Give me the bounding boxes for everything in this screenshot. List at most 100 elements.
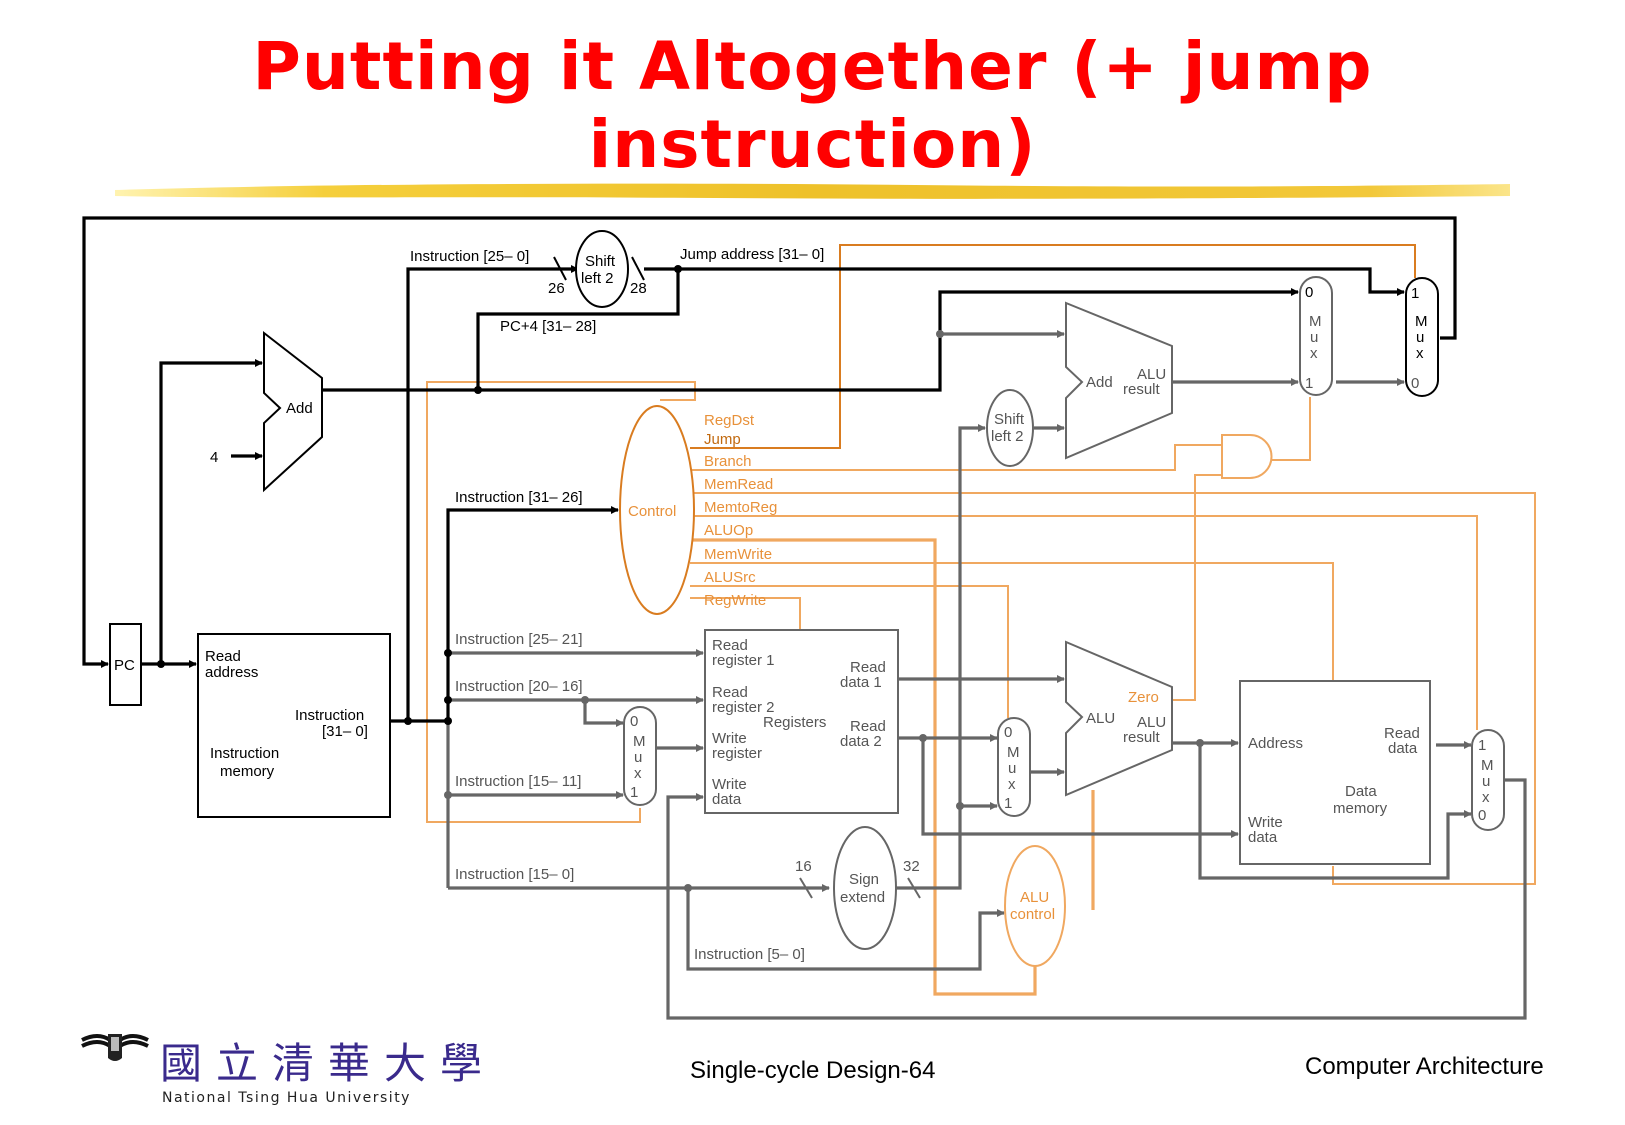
- branch-mux-in1: 1: [1305, 375, 1313, 392]
- signal-memread: MemRead: [704, 476, 773, 493]
- alusrc-mux-x: x: [1008, 776, 1016, 793]
- university-name-chinese: 國立清華大學: [160, 1039, 497, 1088]
- regdst-mux-x: x: [634, 765, 642, 782]
- alu-result-label-2: result: [1123, 729, 1161, 746]
- jump-instr-label: Instruction [25– 0]: [410, 248, 529, 265]
- field-imm-label: Instruction [15– 0]: [455, 866, 574, 883]
- control-input-label: Instruction [31– 26]: [455, 489, 583, 506]
- branch-mux-x: x: [1310, 345, 1318, 362]
- control-signal-labels: RegDst Jump Branch MemRead MemtoReg ALUO…: [704, 412, 777, 609]
- memtoreg-mux: [1471, 729, 1505, 831]
- branch-adder: [1065, 301, 1173, 460]
- wire-memwrite: [690, 562, 1334, 681]
- branch-shift-left-2: [986, 389, 1034, 467]
- signal-memtoreg: MemtoReg: [704, 499, 777, 516]
- wire-pcsrc: [1270, 397, 1311, 461]
- reg-read-reg2-2: register 2: [712, 699, 775, 716]
- wire-jump-mux-to-pc: [82, 216, 1457, 668]
- branch-mux-in0: 0: [1305, 284, 1313, 301]
- slide-title-line1: Putting it Altogether (+ jump: [252, 28, 1373, 105]
- register-file: [704, 629, 899, 814]
- wire-aluop: [690, 538, 1037, 996]
- field-rt-label: Instruction [20– 16]: [455, 678, 583, 695]
- wire-funct: [686, 888, 1005, 971]
- signal-jump: Jump: [704, 431, 741, 448]
- alu-control-label: ALU: [1020, 889, 1049, 906]
- jump-bits-in: 26: [548, 280, 565, 297]
- data-memory: [1239, 680, 1431, 865]
- reg-write-reg: Write: [712, 730, 747, 747]
- imem-instruction-label: Instruction: [295, 707, 364, 724]
- pc-register: [109, 623, 142, 706]
- wire-pc4-upper: [476, 269, 680, 390]
- regdst-mux-m: M: [633, 733, 646, 750]
- jump-mux: [1405, 277, 1439, 397]
- registers-name: Registers: [763, 714, 826, 731]
- wire-write-data-mem: [921, 738, 1239, 838]
- signal-regdst: RegDst: [704, 412, 755, 429]
- alu-zero-label: Zero: [1128, 689, 1159, 706]
- regdst-mux-in0: 0: [630, 713, 638, 730]
- wire-regdst: [426, 381, 696, 823]
- jump-address-label: Jump address [31– 0]: [680, 246, 824, 263]
- wire-signext-out: [896, 424, 986, 890]
- branch-mux-m: M: [1309, 313, 1322, 330]
- slide-title-line2: instruction): [588, 106, 1037, 183]
- alu-result-label: ALU: [1137, 714, 1166, 731]
- regdst-mux: [623, 706, 657, 806]
- gray-wires: [446, 330, 1527, 1020]
- jump-shift-label-2: left 2: [581, 270, 614, 287]
- sign-extend-label: Sign: [849, 871, 879, 888]
- alusrc-mux: [997, 717, 1031, 817]
- pc4-upper-label: PC+4 [31– 28]: [500, 318, 596, 335]
- imem-read-address-label-2: address: [205, 664, 258, 681]
- slide-footer-page: Single-cycle Design-64: [690, 1057, 936, 1084]
- signal-regwrite: RegWrite: [704, 592, 766, 609]
- memtoreg-mux-in1: 1: [1478, 737, 1486, 754]
- imem-name: Instruction: [210, 745, 279, 762]
- jump-mux-m: M: [1415, 313, 1428, 330]
- dmem-write-data-label-2: data: [1248, 829, 1278, 846]
- pc-adder: [263, 330, 323, 493]
- alusrc-mux-u: u: [1008, 760, 1016, 777]
- signal-alusrc: ALUSrc: [704, 569, 756, 586]
- branch-adder-result-2: result: [1123, 381, 1161, 398]
- reg-read-reg2: Read: [712, 684, 748, 701]
- jump-bits-out: 28: [630, 280, 647, 297]
- dmem-read-data-label: Read: [1384, 725, 1420, 742]
- field-rd-label: Instruction [15– 11]: [455, 773, 581, 790]
- bus-width-marks: [553, 256, 921, 899]
- memtoreg-mux-u: u: [1482, 773, 1490, 790]
- imem-read-address-label: Read: [205, 648, 241, 665]
- alu-label: ALU: [1086, 710, 1115, 727]
- branch-mux: [1299, 276, 1333, 396]
- title-underline-brush: [115, 183, 1510, 199]
- reg-read-data1: Read: [850, 659, 886, 676]
- alusrc-mux-in0: 0: [1004, 724, 1012, 741]
- dmem-name: Data: [1345, 783, 1377, 800]
- nthu-emblem-icon: [81, 1034, 149, 1061]
- jump-mux-x: x: [1416, 345, 1424, 362]
- branch-mux-u: u: [1310, 329, 1318, 346]
- reg-write-data-2: data: [712, 791, 742, 808]
- black-wires: [82, 216, 1457, 723]
- jump-mux-in1: 1: [1411, 285, 1419, 302]
- branch-adder-result: ALU: [1137, 366, 1166, 383]
- memtoreg-mux-in0: 0: [1478, 807, 1486, 824]
- sign-extend-bits-out: 32: [903, 858, 920, 875]
- imem-instruction-bits: [31– 0]: [322, 723, 368, 740]
- university-name-english: National Tsing Hua University: [162, 1090, 411, 1106]
- alusrc-mux-m: M: [1007, 744, 1020, 761]
- sign-extend-label-2: extend: [840, 889, 885, 906]
- reg-read-reg1-2: register 1: [712, 652, 775, 669]
- instruction-memory: [197, 633, 391, 818]
- alusrc-mux-in1: 1: [1004, 795, 1012, 812]
- reg-read-data2: Read: [850, 718, 886, 735]
- dmem-read-data-label-2: data: [1388, 740, 1418, 757]
- field-funct-label: Instruction [5– 0]: [694, 946, 805, 963]
- jump-mux-u: u: [1416, 329, 1424, 346]
- wire-instr-25-0: [406, 265, 579, 721]
- pc-adder-label: Add: [286, 400, 313, 417]
- wire-pc-to-add: [159, 359, 263, 664]
- control-wires: [426, 244, 1536, 996]
